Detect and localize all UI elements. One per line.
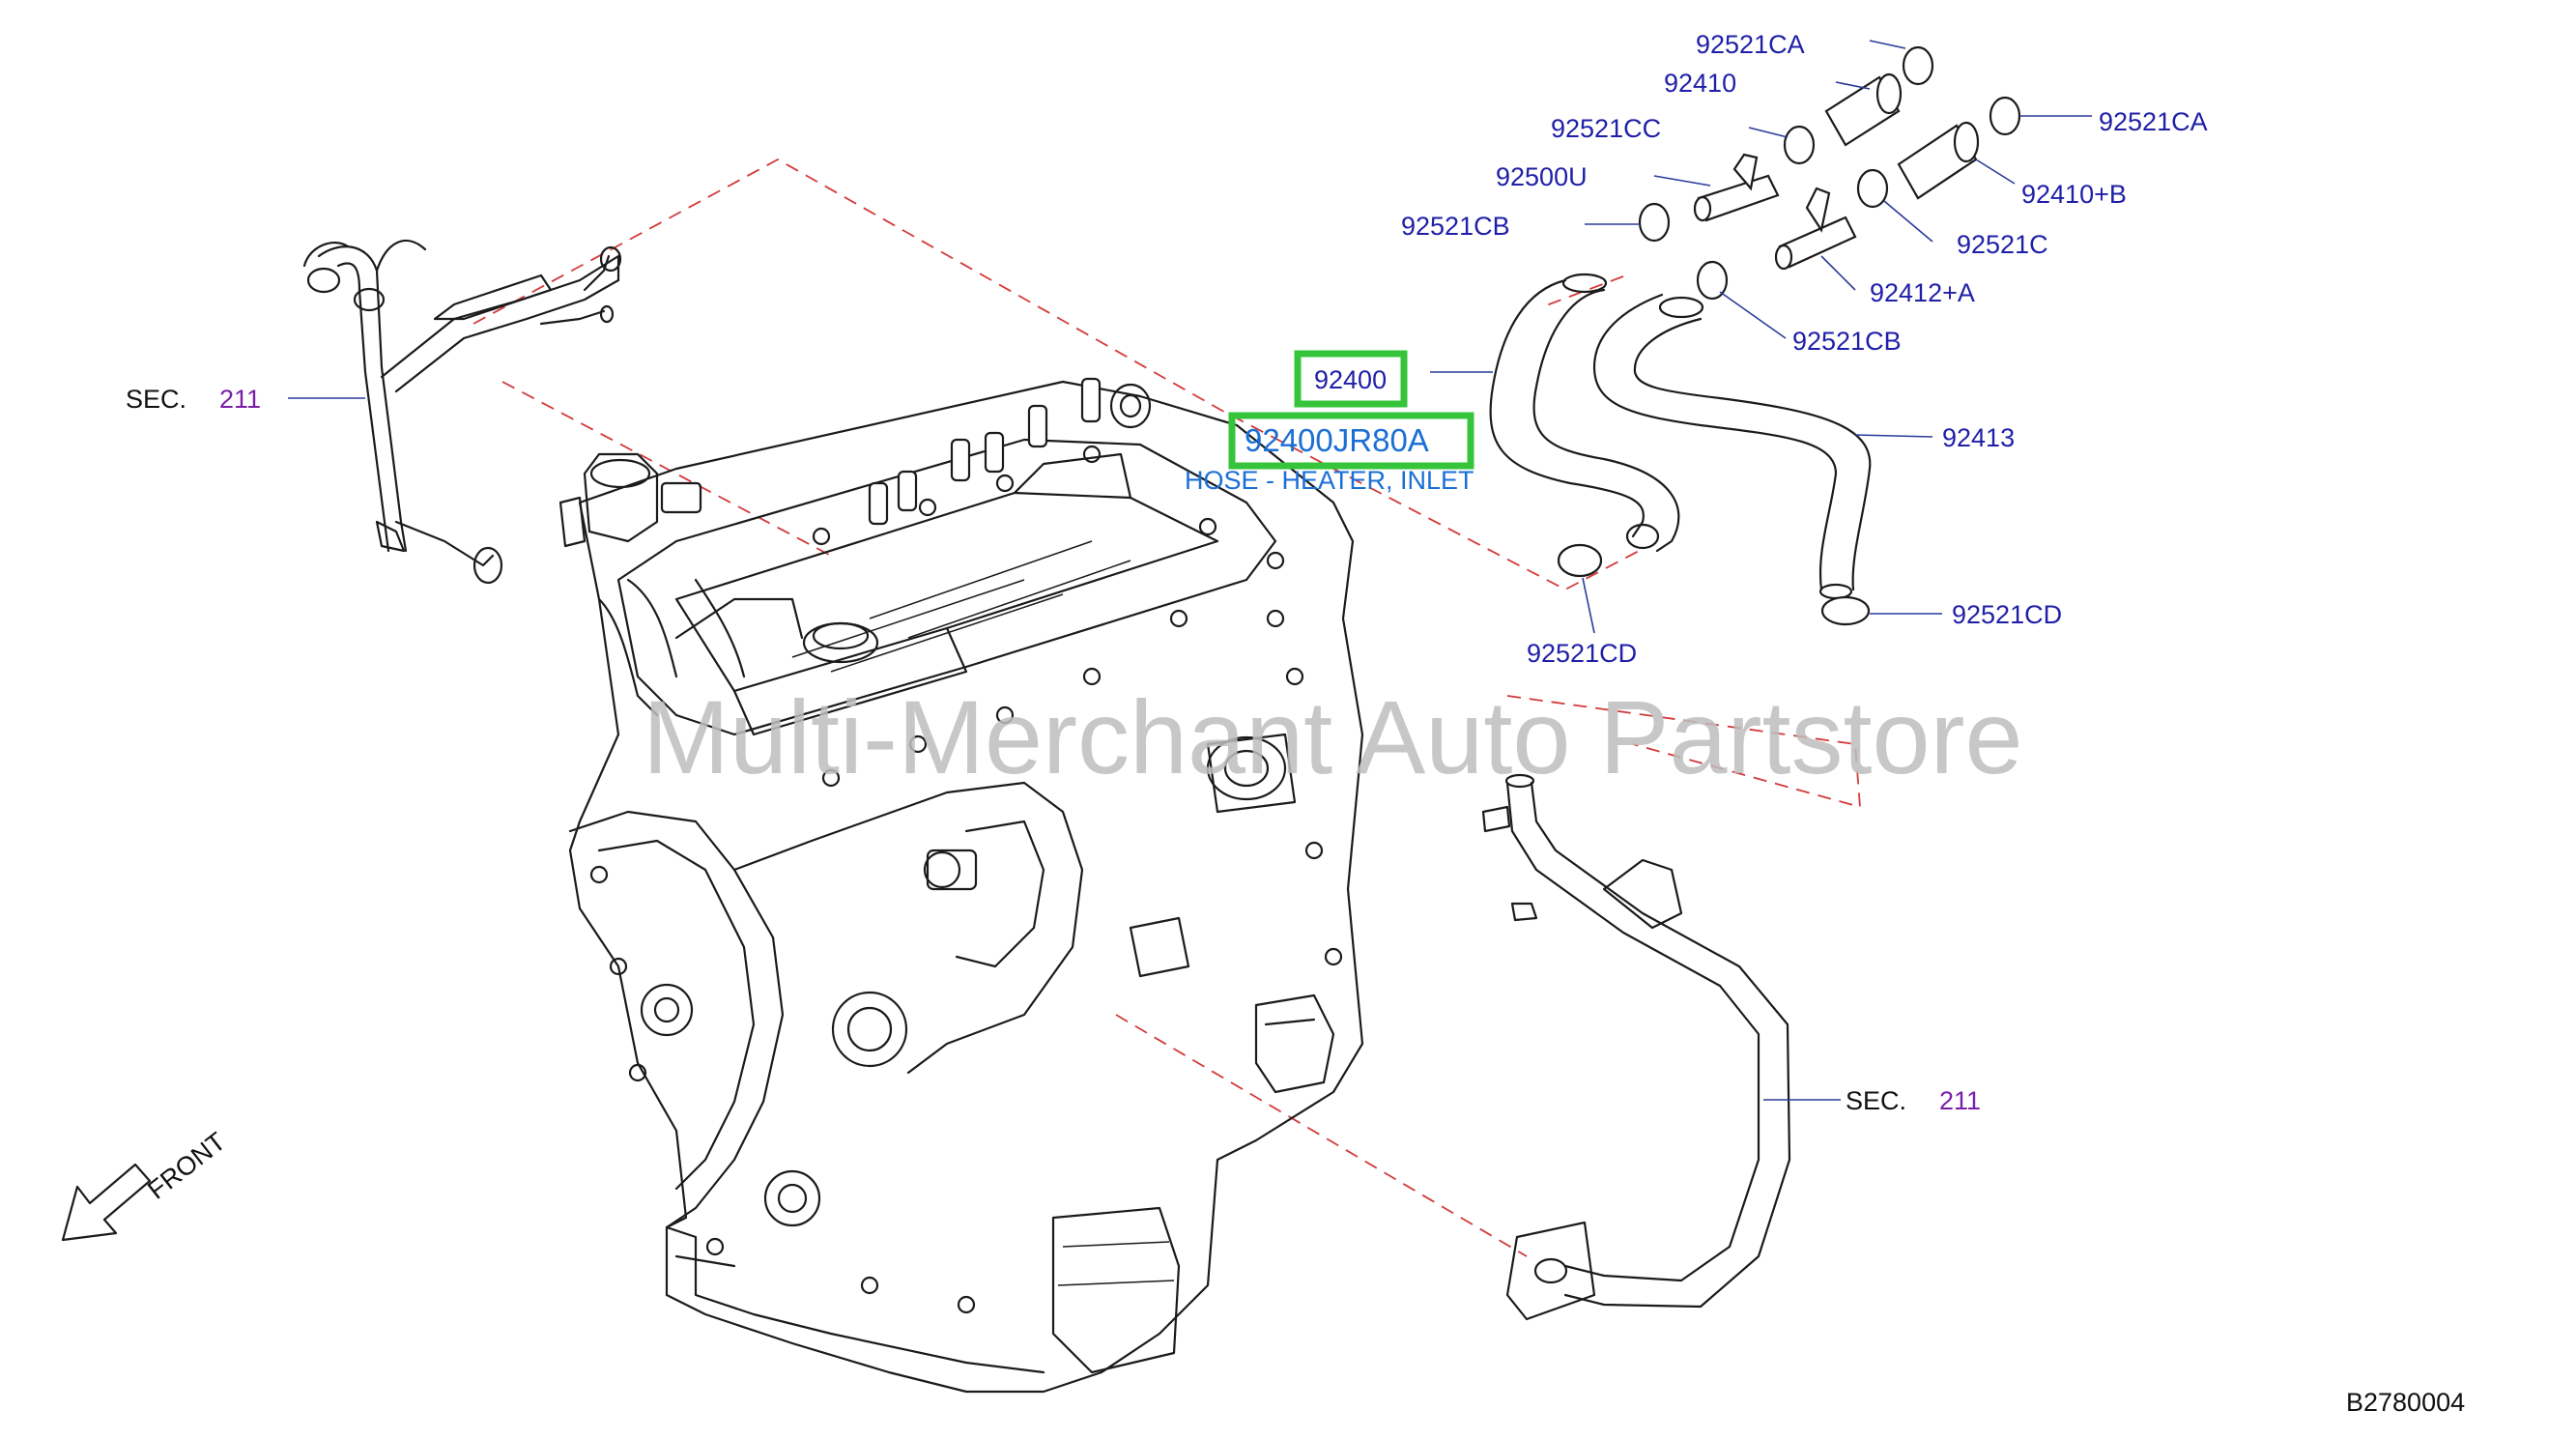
callout-92412-a[interactable]: 92412+A xyxy=(1870,278,1975,307)
highlight-part-box[interactable]: 92400 xyxy=(1294,350,1408,408)
short-hoses xyxy=(1824,72,1980,200)
highlight-number-box[interactable]: 92400JR80A xyxy=(1228,412,1474,470)
callout-92410-b[interactable]: 92410+B xyxy=(2021,180,2127,209)
sec-prefix-right: SEC. xyxy=(1846,1086,1906,1115)
bolts xyxy=(589,445,1343,1314)
highlight-part-number: 92400JR80A xyxy=(1245,422,1429,458)
sec-ref-left[interactable]: SEC. 211 xyxy=(126,385,261,414)
sec-number-right: 211 xyxy=(1939,1086,1981,1115)
callout-92500u[interactable]: 92500U xyxy=(1496,162,1588,191)
callout-92521c[interactable]: 92521C xyxy=(1957,230,2048,259)
tee-fittings xyxy=(1693,153,1857,271)
lower-water-pipe xyxy=(1481,773,1791,1321)
left-water-pipe xyxy=(302,239,622,585)
callout-92413[interactable]: 92413 xyxy=(1942,423,2015,452)
hose-clamps xyxy=(1557,45,2021,626)
callout-92410[interactable]: 92410 xyxy=(1664,69,1736,98)
highlight-part-label: 92400 xyxy=(1314,365,1387,394)
highlight-part-description: HOSE - HEATER, INLET xyxy=(1185,466,1474,495)
sec-number-left: 211 xyxy=(219,385,261,414)
callout-92521cc[interactable]: 92521CC xyxy=(1551,114,1661,143)
diagram-code: B2780004 xyxy=(2346,1388,2465,1417)
callout-92521cd-left[interactable]: 92521CD xyxy=(1527,639,1637,668)
callout-labels: 92521CA 92410 92521CC 92521CA 92500U 924… xyxy=(1401,30,2208,668)
front-label: FRONT xyxy=(142,1127,231,1205)
callout-92521ca-right[interactable]: 92521CA xyxy=(2099,107,2208,136)
watermark: Multi-Merchant Auto Partstore xyxy=(643,678,2023,795)
hose-92400 xyxy=(1489,273,1680,553)
callout-92521ca-top[interactable]: 92521CA xyxy=(1696,30,1805,59)
sec-ref-right[interactable]: SEC. 211 xyxy=(1846,1086,1981,1115)
leader-lines xyxy=(288,40,2092,1101)
callout-92521cd-right[interactable]: 92521CD xyxy=(1952,600,2062,629)
callout-92521cb-right[interactable]: 92521CB xyxy=(1792,327,1902,356)
sec-prefix-left: SEC. xyxy=(126,385,186,414)
coil-tubes xyxy=(868,377,1102,526)
callout-92521cb-left[interactable]: 92521CB xyxy=(1401,212,1510,241)
throttle-body xyxy=(558,452,702,548)
front-arrow: FRONT xyxy=(61,1127,231,1242)
engine-block xyxy=(558,377,1364,1394)
phantom-lines xyxy=(472,158,1861,1257)
